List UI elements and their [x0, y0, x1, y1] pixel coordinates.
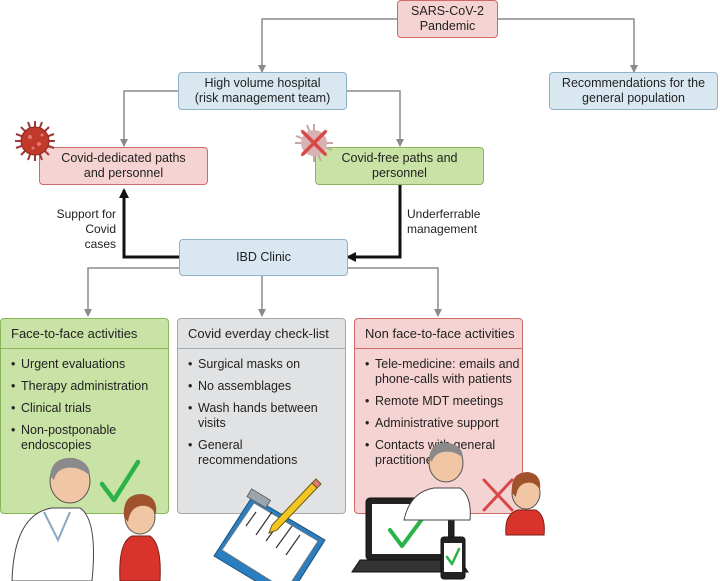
phone-icon — [440, 536, 466, 580]
panel-non-face: Non face-to-face activities Tele-medicin… — [354, 318, 523, 514]
list-item: Surgical masks on — [178, 357, 345, 372]
virus-icon — [15, 121, 55, 161]
edge-underferrable — [346, 185, 402, 262]
panel-non-face-list: Tele-medicine: emails and phone-calls wi… — [355, 357, 522, 475]
node-pandemic: SARS-CoV-2 Pandemic — [397, 0, 498, 38]
doctor-patient-icon — [11, 457, 161, 581]
node-general-recs: Recommendations for the general populati… — [549, 72, 718, 110]
list-item: Administrative support — [355, 416, 522, 431]
edge-pandemic-recs — [498, 18, 638, 73]
panel-checklist-title: Covid everday check-list — [178, 319, 345, 349]
edge-hospital-free — [347, 90, 404, 147]
cross-icon — [482, 478, 514, 512]
node-covid-paths: Covid-dedicated paths and personnel — [39, 147, 208, 185]
list-item: Clinical trials — [1, 401, 168, 416]
list-item: Tele-medicine: emails and phone-calls wi… — [355, 357, 522, 387]
node-hospital: High volume hospital (risk management te… — [178, 72, 347, 110]
list-item: Urgent evaluations — [1, 357, 168, 372]
list-item: Contacts with general practitioners — [355, 438, 522, 468]
crossed-virus-icon — [295, 124, 333, 162]
panel-face-to-face: Face-to-face activities Urgent evaluatio… — [0, 318, 169, 514]
list-item: Non-postponable endoscopies — [1, 423, 168, 453]
list-item: General recommendations — [178, 438, 345, 468]
node-hospital-label: High volume hospital (risk management te… — [194, 76, 331, 105]
list-item: No assemblages — [178, 379, 345, 394]
doctor-patient-icon — [403, 442, 545, 536]
panel-face-to-face-title: Face-to-face activities — [1, 319, 168, 349]
node-general-recs-label: Recommendations for the general populati… — [561, 76, 706, 105]
panel-checklist-list: Surgical masks on No assemblages Wash ha… — [178, 357, 345, 475]
node-ibd-clinic-label: IBD Clinic — [236, 250, 291, 264]
node-covid-free-label: Covid-free paths and personnel — [341, 151, 458, 180]
node-ibd-clinic: IBD Clinic — [179, 239, 348, 276]
edge-label-support: Support for Covid cases — [56, 207, 116, 251]
clipboard-pencil-icon — [213, 478, 326, 581]
panel-non-face-title: Non face-to-face activities — [355, 319, 522, 349]
edge-label-underferrable: Underferrable management — [407, 207, 481, 236]
node-covid-free: Covid-free paths and personnel — [315, 147, 484, 185]
list-item: Remote MDT meetings — [355, 394, 522, 409]
node-covid-paths-label: Covid-dedicated paths and personnel — [61, 151, 186, 180]
edge-hospital-covid — [120, 90, 178, 147]
edge-support — [119, 188, 179, 259]
list-item: Therapy administration — [1, 379, 168, 394]
list-item: Wash hands between visits — [178, 401, 345, 431]
panel-face-to-face-list: Urgent evaluations Therapy administratio… — [1, 357, 168, 460]
edge-pandemic-hospital — [258, 18, 397, 73]
node-pandemic-label: SARS-CoV-2 Pandemic — [411, 4, 484, 33]
check-icon — [99, 459, 141, 503]
